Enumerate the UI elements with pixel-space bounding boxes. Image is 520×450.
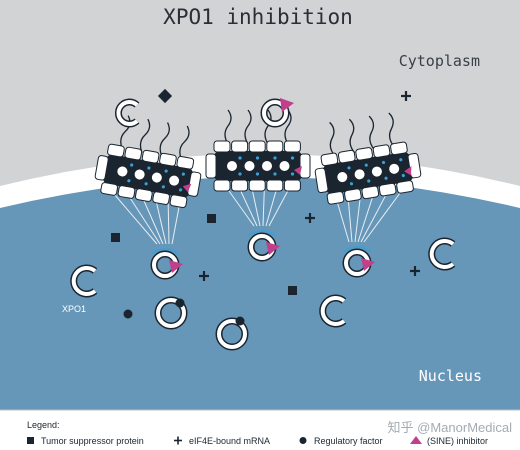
legend-label-tumor-suppressor: Tumor suppressor protein [41, 436, 144, 446]
legend-label-mrna: eIF4E-bound mRNA [189, 436, 270, 446]
xpo1-inhibited-icon [260, 98, 294, 128]
xpo1-cargo-icon [154, 296, 188, 330]
nucleus-molecules [70, 213, 456, 351]
regulatory-factor-icon [123, 309, 133, 319]
legend-label-regulatory: Regulatory factor [314, 436, 383, 446]
inhibitor-icon [266, 242, 280, 255]
legend-heading: Legend: [27, 420, 60, 430]
tumor-suppressor-icon [207, 214, 216, 223]
xpo1-inhibited-icon [150, 248, 183, 280]
inhibitor-icon [280, 98, 294, 112]
nucleus-label: Nucleus [419, 367, 482, 385]
nuclear-pore-complex [205, 109, 311, 262]
mrna-icon [410, 266, 420, 276]
tumor-suppressor-icon [288, 286, 297, 295]
mrna-icon [305, 213, 315, 223]
cytoplasm-molecules [115, 88, 411, 128]
xpo1-receptor-icon [70, 264, 98, 298]
legend-triangle-icon [410, 436, 422, 444]
xpo1-receptor-icon [428, 237, 456, 271]
tumor-suppressor-icon [111, 233, 120, 242]
xpo1-receptor-icon [115, 98, 140, 128]
nuclear-pore-complex [94, 115, 202, 280]
xpo1-receptor-icon [319, 294, 347, 328]
watermark: 知乎 @ManorMedical [388, 420, 513, 435]
legend-plus-icon [174, 436, 182, 445]
xpo1-inhibited-icon [342, 246, 375, 278]
mrna-icon [401, 91, 411, 101]
xpo1-label: XPO1 [62, 304, 86, 314]
xpo1-cargo-icon [215, 316, 249, 351]
xpo1-inhibited-icon [247, 230, 280, 262]
cytoplasm-label: Cytoplasm [399, 52, 480, 70]
regulatory-factor-icon [175, 298, 185, 308]
legend: Legend: Tumor suppressor protein eIF4E-b… [27, 420, 488, 446]
inhibitor-icon [169, 260, 183, 273]
regulatory-factor-icon [235, 316, 245, 326]
inhibitor-icon [361, 258, 375, 271]
legend-panel [0, 410, 520, 450]
legend-square-icon [27, 437, 34, 444]
mrna-icon [199, 271, 209, 281]
diagram-title: XPO1 inhibition [163, 5, 353, 29]
legend-label-inhibitor: (SINE) inhibitor [427, 436, 488, 446]
nuclear-pore-complex [314, 112, 422, 278]
nucleus-region [0, 177, 520, 410]
legend-dot-icon [299, 437, 307, 444]
